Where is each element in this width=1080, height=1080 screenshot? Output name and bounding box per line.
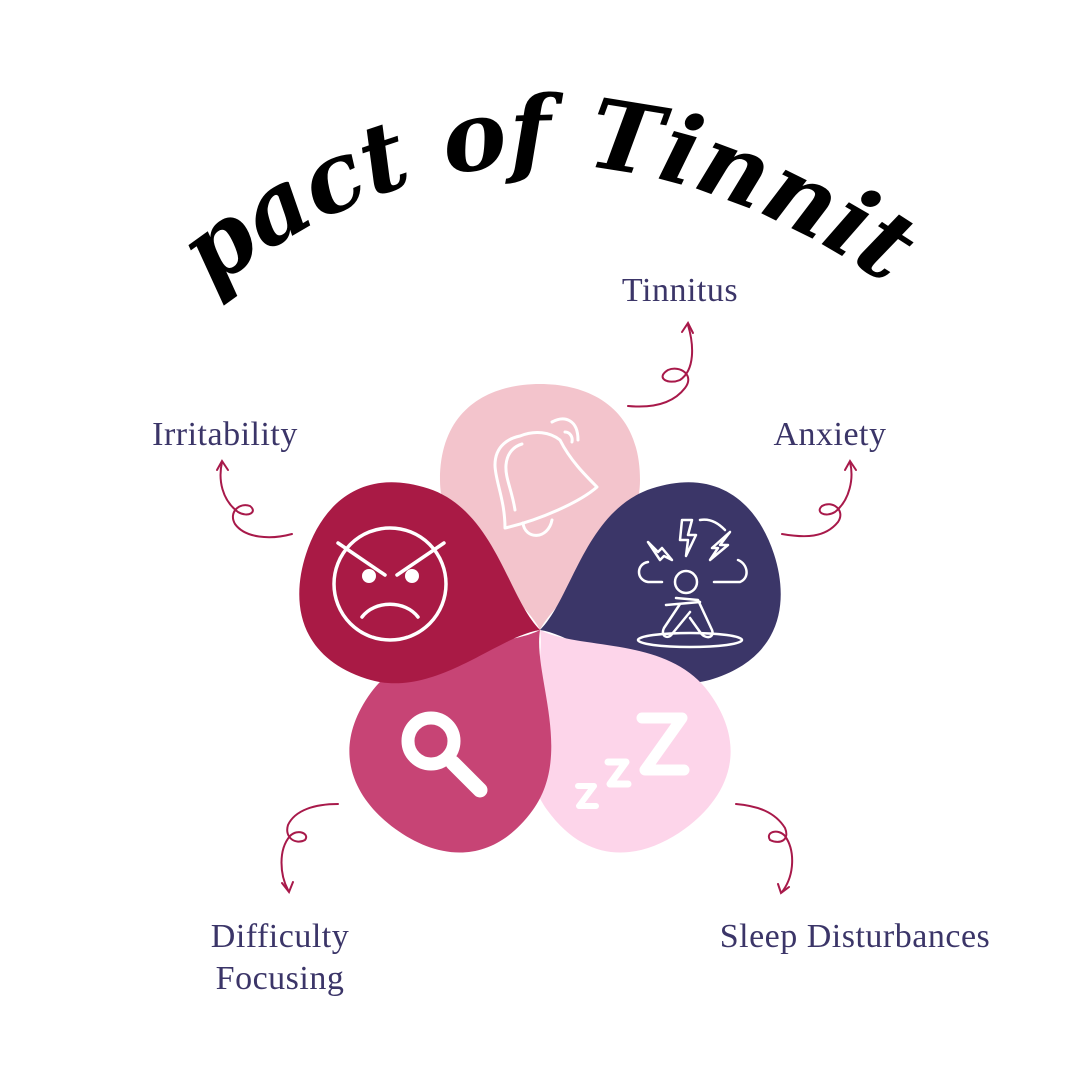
label-tinnitus: Tinnitus xyxy=(621,272,739,309)
label-difficulty-focusing: Difficulty Focusing xyxy=(170,916,390,1000)
arrow-focus xyxy=(280,803,339,894)
arrow-anxiety xyxy=(781,459,857,538)
angry-face-icon xyxy=(332,526,448,642)
bell-icon xyxy=(493,417,599,537)
arrow-irritability xyxy=(216,459,293,539)
label-line-2: Focusing xyxy=(215,960,345,997)
label-line-1: Difficulty xyxy=(210,918,350,955)
title: Impact of Tinnitus xyxy=(0,0,936,310)
arrow-sleep xyxy=(735,803,794,895)
label-anxiety: Anxiety xyxy=(773,416,887,453)
arrow-tinnitus xyxy=(627,321,694,408)
zzz-sleep-icon xyxy=(575,712,690,809)
label-irritability: Irritability xyxy=(152,416,298,453)
magnifier-icon xyxy=(401,711,488,798)
anxious-person-icon xyxy=(636,518,748,649)
label-sleep-disturbances: Sleep Disturbances xyxy=(719,918,991,955)
